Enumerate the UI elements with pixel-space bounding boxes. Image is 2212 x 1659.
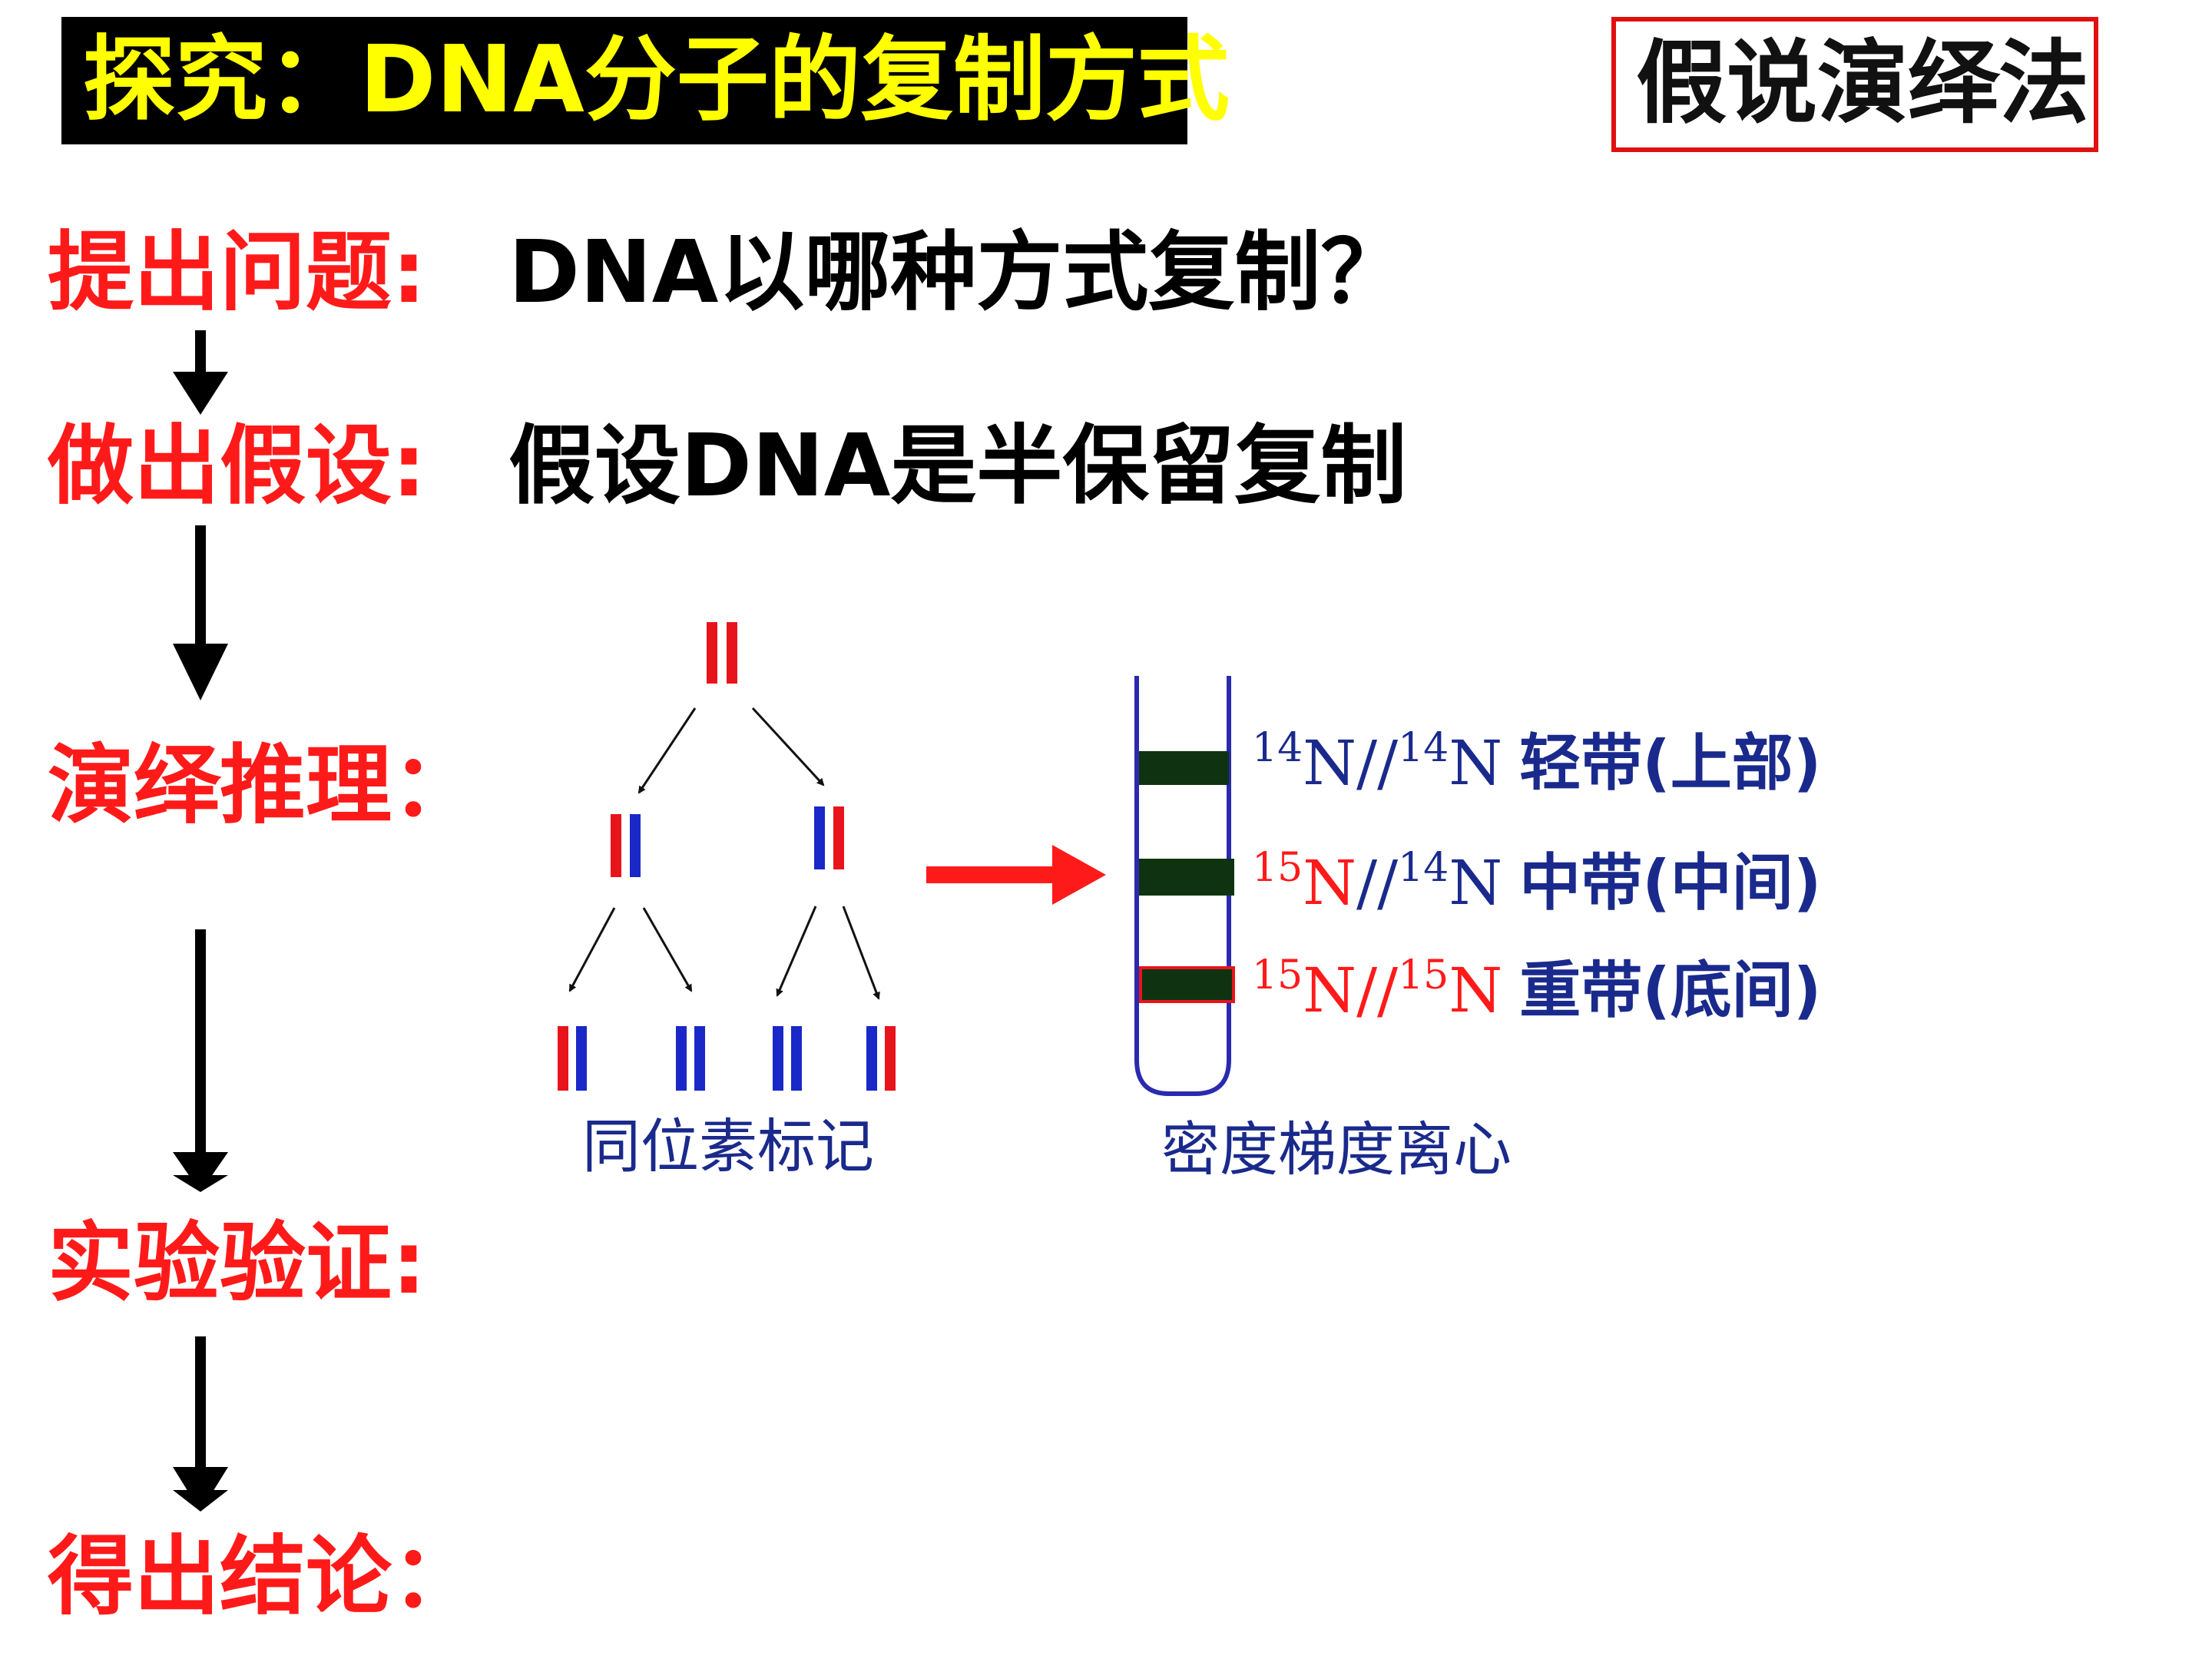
tube-caption: 密度梯度离心 [1161,1115,1512,1184]
tree-arrow [751,707,825,786]
dna-gen2-2 [676,1026,705,1091]
dna-parent [707,622,737,684]
page-title: 探究：DNA分子的复制方式 [83,27,1230,134]
tree-arrow [776,906,817,997]
step-question-label: 提出问题: [48,223,426,323]
method-box [1611,17,2098,152]
step-conclusion-label: 得出结论： [48,1527,478,1627]
step-experiment-label: 实验验证: [48,1214,426,1313]
flow-arrow-3 [173,929,228,1192]
transition-arrow [926,845,1106,905]
band-light [1139,751,1229,785]
replication-tree [558,622,896,1091]
dna-gen1-right [814,806,844,869]
dna-gen2-3 [773,1026,802,1091]
step-question-text: DNA以哪种方式复制？ [508,223,1407,323]
dna-gen1-left [611,814,641,877]
step-deduction-label: 演绎推理： [48,736,478,836]
centrifuge-tube [1134,676,1235,1096]
tree-caption: 同位素标记 [582,1112,874,1181]
dna-gen2-4 [866,1026,896,1091]
flow-arrow-2 [173,525,228,700]
tree-arrow [842,906,880,1000]
flow-arrow-4 [173,1336,228,1512]
dna-gen2-1 [558,1026,587,1091]
tree-arrow [642,907,693,992]
step-hypothesis-label: 做出假设: [48,416,426,516]
flow-arrow-1 [173,330,228,415]
method-label: 假说演绎法 [1636,30,2090,136]
tree-arrow [568,907,616,992]
tree-arrow [637,707,697,794]
band-middle [1139,859,1234,896]
title-banner [61,17,1187,144]
band-heavy [1139,966,1235,1003]
step-hypothesis-text: 假设DNA是半保留复制 [508,416,1407,516]
